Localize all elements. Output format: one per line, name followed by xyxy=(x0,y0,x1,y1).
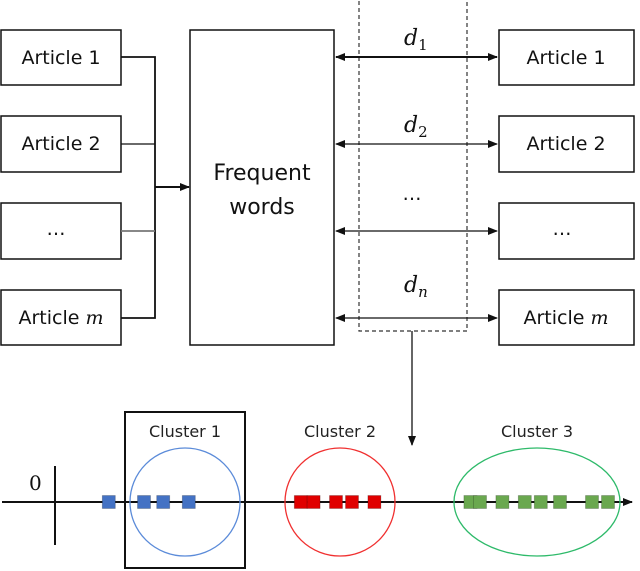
data-point xyxy=(101,495,116,509)
right-article-label: Article m xyxy=(523,307,608,329)
distance-label-n: dn xyxy=(404,273,428,301)
distance-arrows xyxy=(335,53,498,322)
cluster-ring xyxy=(284,447,396,557)
data-point xyxy=(367,495,382,509)
right-article-label: Article 1 xyxy=(526,47,605,69)
cluster-label: Cluster 2 xyxy=(304,422,376,441)
left-article-2: Article 2 xyxy=(0,115,122,173)
distance-label-ellipsis: … xyxy=(403,183,422,205)
data-point xyxy=(345,495,359,509)
cluster-label: Cluster 3 xyxy=(501,422,573,441)
clusters: Cluster 1 Cluster 2 Cluster 3 xyxy=(101,422,621,557)
left-articles: Article 1 Article 2 … Article m xyxy=(0,29,122,346)
data-point xyxy=(585,495,599,509)
connector-line xyxy=(121,56,156,319)
merge-connector xyxy=(121,56,190,319)
distance-label-1: d1 xyxy=(404,26,428,54)
right-article-box xyxy=(498,115,635,173)
left-article-box xyxy=(0,202,122,260)
frequent-words-line2: words xyxy=(229,195,295,220)
origin-label: 0 xyxy=(29,471,42,495)
left-article-box xyxy=(0,29,122,86)
right-article-m: Article m xyxy=(498,289,635,346)
data-point xyxy=(601,495,615,509)
left-article-label: Article m xyxy=(18,307,103,329)
left-article-label: … xyxy=(47,218,66,240)
right-article-1: Article 1 xyxy=(498,29,635,86)
frequent-words-box: Frequent words xyxy=(189,29,335,346)
cluster-label: Cluster 1 xyxy=(149,422,221,441)
left-article-ellipsis: … xyxy=(0,202,122,260)
distance-group-box xyxy=(358,0,468,332)
cluster-ring xyxy=(453,447,621,557)
distance-label-2: d2 xyxy=(404,113,428,141)
data-point xyxy=(517,495,532,509)
left-article-label: Article 2 xyxy=(21,133,100,155)
data-point xyxy=(473,495,487,509)
left-article-box xyxy=(0,115,122,173)
data-point xyxy=(293,495,308,509)
left-article-m: Article m xyxy=(0,289,122,346)
data-point xyxy=(156,495,171,509)
data-point xyxy=(495,495,510,509)
data-point xyxy=(306,495,321,509)
right-article-2: Article 2 xyxy=(498,115,635,173)
cluster-1-highlight-box xyxy=(124,411,246,569)
data-point xyxy=(329,495,343,509)
right-article-box xyxy=(498,29,635,86)
frequent-words-line1: Frequent xyxy=(213,161,311,186)
data-point xyxy=(137,495,151,509)
right-article-label: Article 2 xyxy=(526,133,605,155)
data-point xyxy=(533,495,548,509)
data-point xyxy=(553,495,567,509)
right-articles: Article 1 Article 2 … Article m xyxy=(498,29,635,346)
left-article-label: Article 1 xyxy=(21,47,100,69)
right-article-box xyxy=(498,202,635,260)
cluster-2: Cluster 2 xyxy=(284,422,396,557)
distance-labels: d1 d2 … dn xyxy=(403,26,428,301)
data-point xyxy=(181,495,196,509)
frequent-words-rect xyxy=(189,29,335,346)
cluster-1: Cluster 1 xyxy=(101,422,241,557)
left-article-1: Article 1 xyxy=(0,29,122,86)
right-article-label: … xyxy=(553,218,572,240)
cluster-ring xyxy=(129,447,241,557)
right-article-ellipsis: … xyxy=(498,202,635,260)
right-article-box xyxy=(498,289,635,346)
cluster-3: Cluster 3 xyxy=(453,422,621,557)
